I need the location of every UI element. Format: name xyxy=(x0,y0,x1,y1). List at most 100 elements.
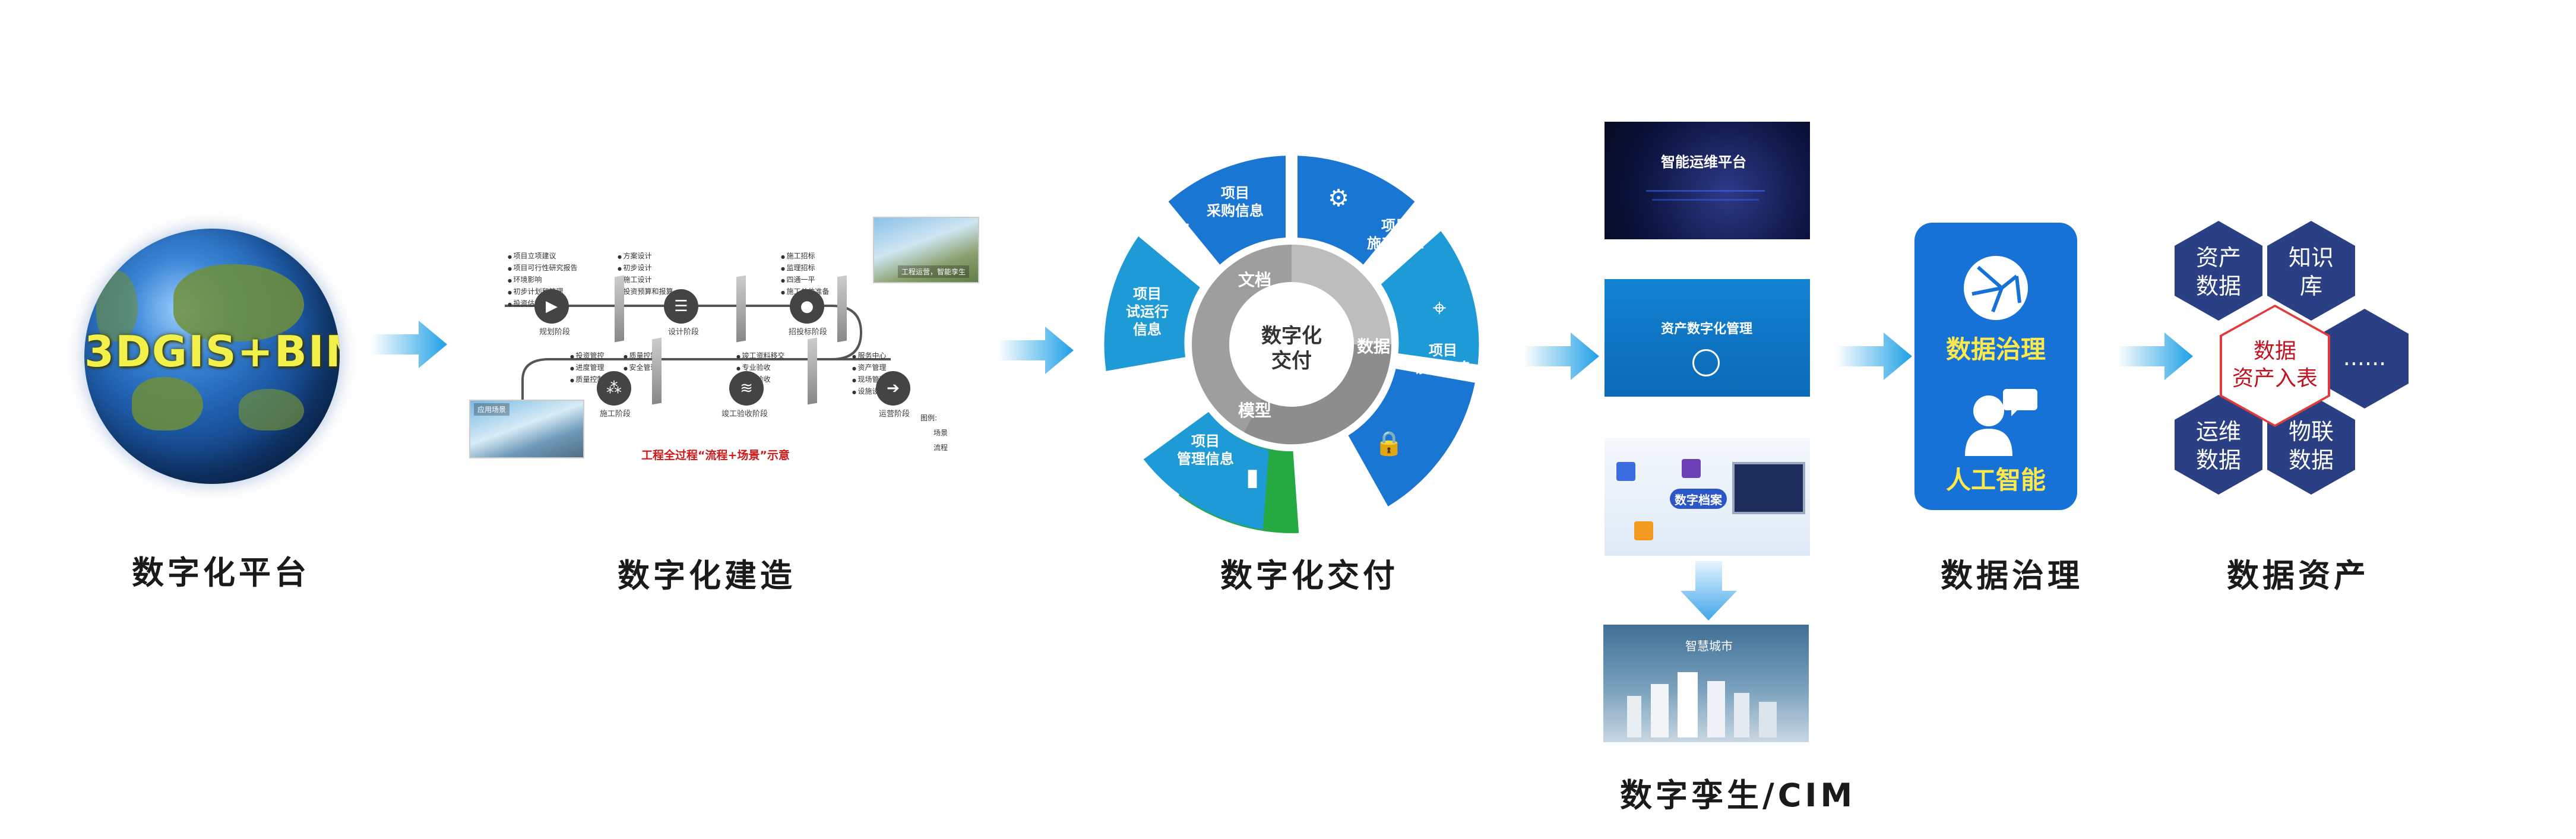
screen-title: 智慧城市 xyxy=(1685,639,1733,653)
ring-segment-trial-lower xyxy=(1143,411,1269,530)
archive-tile-icon xyxy=(1616,462,1635,481)
gear-icon: ⚙ xyxy=(1328,185,1349,212)
stage-title-platform: 数字化平台 xyxy=(132,554,310,591)
screen-title: 资产数字化管理 xyxy=(1661,322,1753,337)
scene-thumbnail-top: 工程运营，智能孪生 xyxy=(873,217,979,283)
globe-land xyxy=(132,377,203,430)
ring-label-purchase: 项目 采购信息 xyxy=(1207,185,1264,219)
runner-icon: ➔ xyxy=(876,371,910,406)
person-chat-icon xyxy=(1965,389,2037,456)
node-label: 设计阶段 xyxy=(668,328,700,337)
node-label: 施工阶段 xyxy=(600,410,631,419)
process-legend: 图例: 场景 流程 xyxy=(920,414,948,452)
wifi-icon: ≋ xyxy=(729,371,764,406)
node-label: 招投标阶段 xyxy=(789,328,828,337)
ring-segment-construction xyxy=(1298,156,1415,265)
flow-arrow-3 xyxy=(1523,333,1599,380)
ring-center-label: 数字化交付 xyxy=(1261,324,1322,373)
ring-inner-doc: 文档 xyxy=(1238,270,1272,290)
stage-title-delivery: 数字化交付 xyxy=(1220,557,1398,594)
location-icon: ⌖ xyxy=(1432,295,1447,322)
globe-land xyxy=(96,270,138,341)
archive-tile-icon xyxy=(1634,521,1653,540)
globe-icon xyxy=(1692,349,1720,376)
building-icon xyxy=(1678,672,1698,737)
network-globe-icon xyxy=(1964,256,2028,320)
governance-panel: 数据治理 人工智能 xyxy=(1914,223,2077,510)
process-list-design: 方案设计初步设计施工设计投资预算和报算 xyxy=(618,251,673,298)
governance-label-data: 数据治理 xyxy=(1945,335,2046,364)
hex-knowledge-base: 知识库 xyxy=(2267,221,2355,321)
screen-digital-archive: 数字档案 xyxy=(1605,438,1810,556)
stage-separator xyxy=(615,275,624,343)
ring-label-completion: 项目 竣工资料 xyxy=(1314,467,1371,501)
lock-icon: 🔒 xyxy=(1374,430,1404,457)
globe: 3DGIS+BIM xyxy=(84,229,340,484)
ring-label-design: 项目 设计信息 xyxy=(1414,342,1471,376)
building-icon xyxy=(1651,684,1669,737)
process-list-construction-a: 投资管控进度管理质量控制 xyxy=(570,350,605,386)
ring-inner-data-label: 数据 xyxy=(1357,337,1391,356)
screen-title: 智能运维平台 xyxy=(1661,154,1746,170)
stage-title-assets: 数据资产 xyxy=(2227,557,2369,594)
database-icon: ≣ xyxy=(1171,217,1191,245)
screen-ops-platform: 智能运维平台 xyxy=(1605,122,1810,239)
ring-segment-trial xyxy=(1104,236,1200,371)
ring-inner-model xyxy=(1244,344,1392,445)
globe-label: 3DGIS+BIM xyxy=(84,327,340,376)
play-icon: ▶ xyxy=(534,289,569,324)
hex-more: ...... xyxy=(2321,309,2409,409)
thumbnail-tag: 工程运营，智能孪生 xyxy=(898,265,970,278)
screen-asset-management: 资产数字化管理 xyxy=(1605,279,1810,397)
node-label: 运营阶段 xyxy=(879,410,910,419)
construction-process-diagram: 项目立项建议项目可行性研究报告环境影响初步计划和管理投资估算 方案设计初步设计施… xyxy=(463,208,986,493)
ring-segment-design xyxy=(1381,231,1479,365)
ring-label-construction: 项目 施工信息 xyxy=(1367,217,1424,252)
building-icon xyxy=(1734,693,1749,737)
building-icon xyxy=(1707,681,1725,737)
ring-inner-data xyxy=(1292,245,1391,344)
flow-arrow-1 xyxy=(371,321,447,368)
stage-title-twin: 数字孪生/CIM xyxy=(1620,777,1856,814)
network-icon: ⁂ xyxy=(597,371,631,406)
hex-asset-data: 资产数据 xyxy=(2175,221,2262,321)
chart-icon: ▮ xyxy=(1245,464,1259,491)
flow-arrow-2 xyxy=(998,327,1074,374)
stage-separator xyxy=(736,275,746,343)
screen-smart-city: 智慧城市 xyxy=(1603,625,1809,742)
ring-label-management: 项目 管理信息 xyxy=(1177,433,1234,467)
flow-arrow-4 xyxy=(1836,333,1912,380)
archive-badge xyxy=(1670,489,1727,509)
building-icon xyxy=(1759,702,1777,737)
stage-separator xyxy=(652,337,662,405)
thumbnail-tag: 应用场景 xyxy=(474,403,510,416)
node-label: 规划阶段 xyxy=(539,328,571,337)
ring-segment-purchase xyxy=(1168,156,1286,265)
archive-tile-icon xyxy=(1682,459,1701,478)
flow-arrow-5 xyxy=(2117,333,2193,380)
ring-label-trial: 项目 试运行 信息 xyxy=(1126,286,1169,338)
cloud-icon: ☁ xyxy=(1135,360,1159,387)
screen-line xyxy=(1652,199,1759,201)
ring-segment-completion xyxy=(1348,369,1475,506)
screen-title: 数字档案 xyxy=(1675,493,1722,507)
stage-title-construction: 数字化建造 xyxy=(618,557,796,594)
stage-separator xyxy=(808,337,817,405)
globe-land xyxy=(173,264,304,341)
governance-label-ai: 人工智能 xyxy=(1945,466,2046,495)
building-icon xyxy=(1627,696,1641,737)
delivery-ring xyxy=(1104,156,1479,533)
screen-line xyxy=(1646,190,1765,192)
stage-title-governance: 数据治理 xyxy=(1941,557,2083,594)
scene-thumbnail-bottom: 应用场景 xyxy=(469,400,584,458)
node-label: 竣工验收阶段 xyxy=(721,410,768,419)
down-arrow xyxy=(1681,561,1737,620)
process-caption: 工程全过程“流程+场景”示意 xyxy=(641,449,790,462)
monitor-icon xyxy=(1732,462,1805,514)
layers-icon: ☰ xyxy=(664,289,698,324)
user-icon: ● xyxy=(790,289,824,324)
stage-separator xyxy=(837,275,847,343)
globe-land xyxy=(239,389,304,430)
ring-inner-model-label: 模型 xyxy=(1238,401,1272,420)
process-list-construction-b: 质量控制安全管理 xyxy=(624,350,658,374)
